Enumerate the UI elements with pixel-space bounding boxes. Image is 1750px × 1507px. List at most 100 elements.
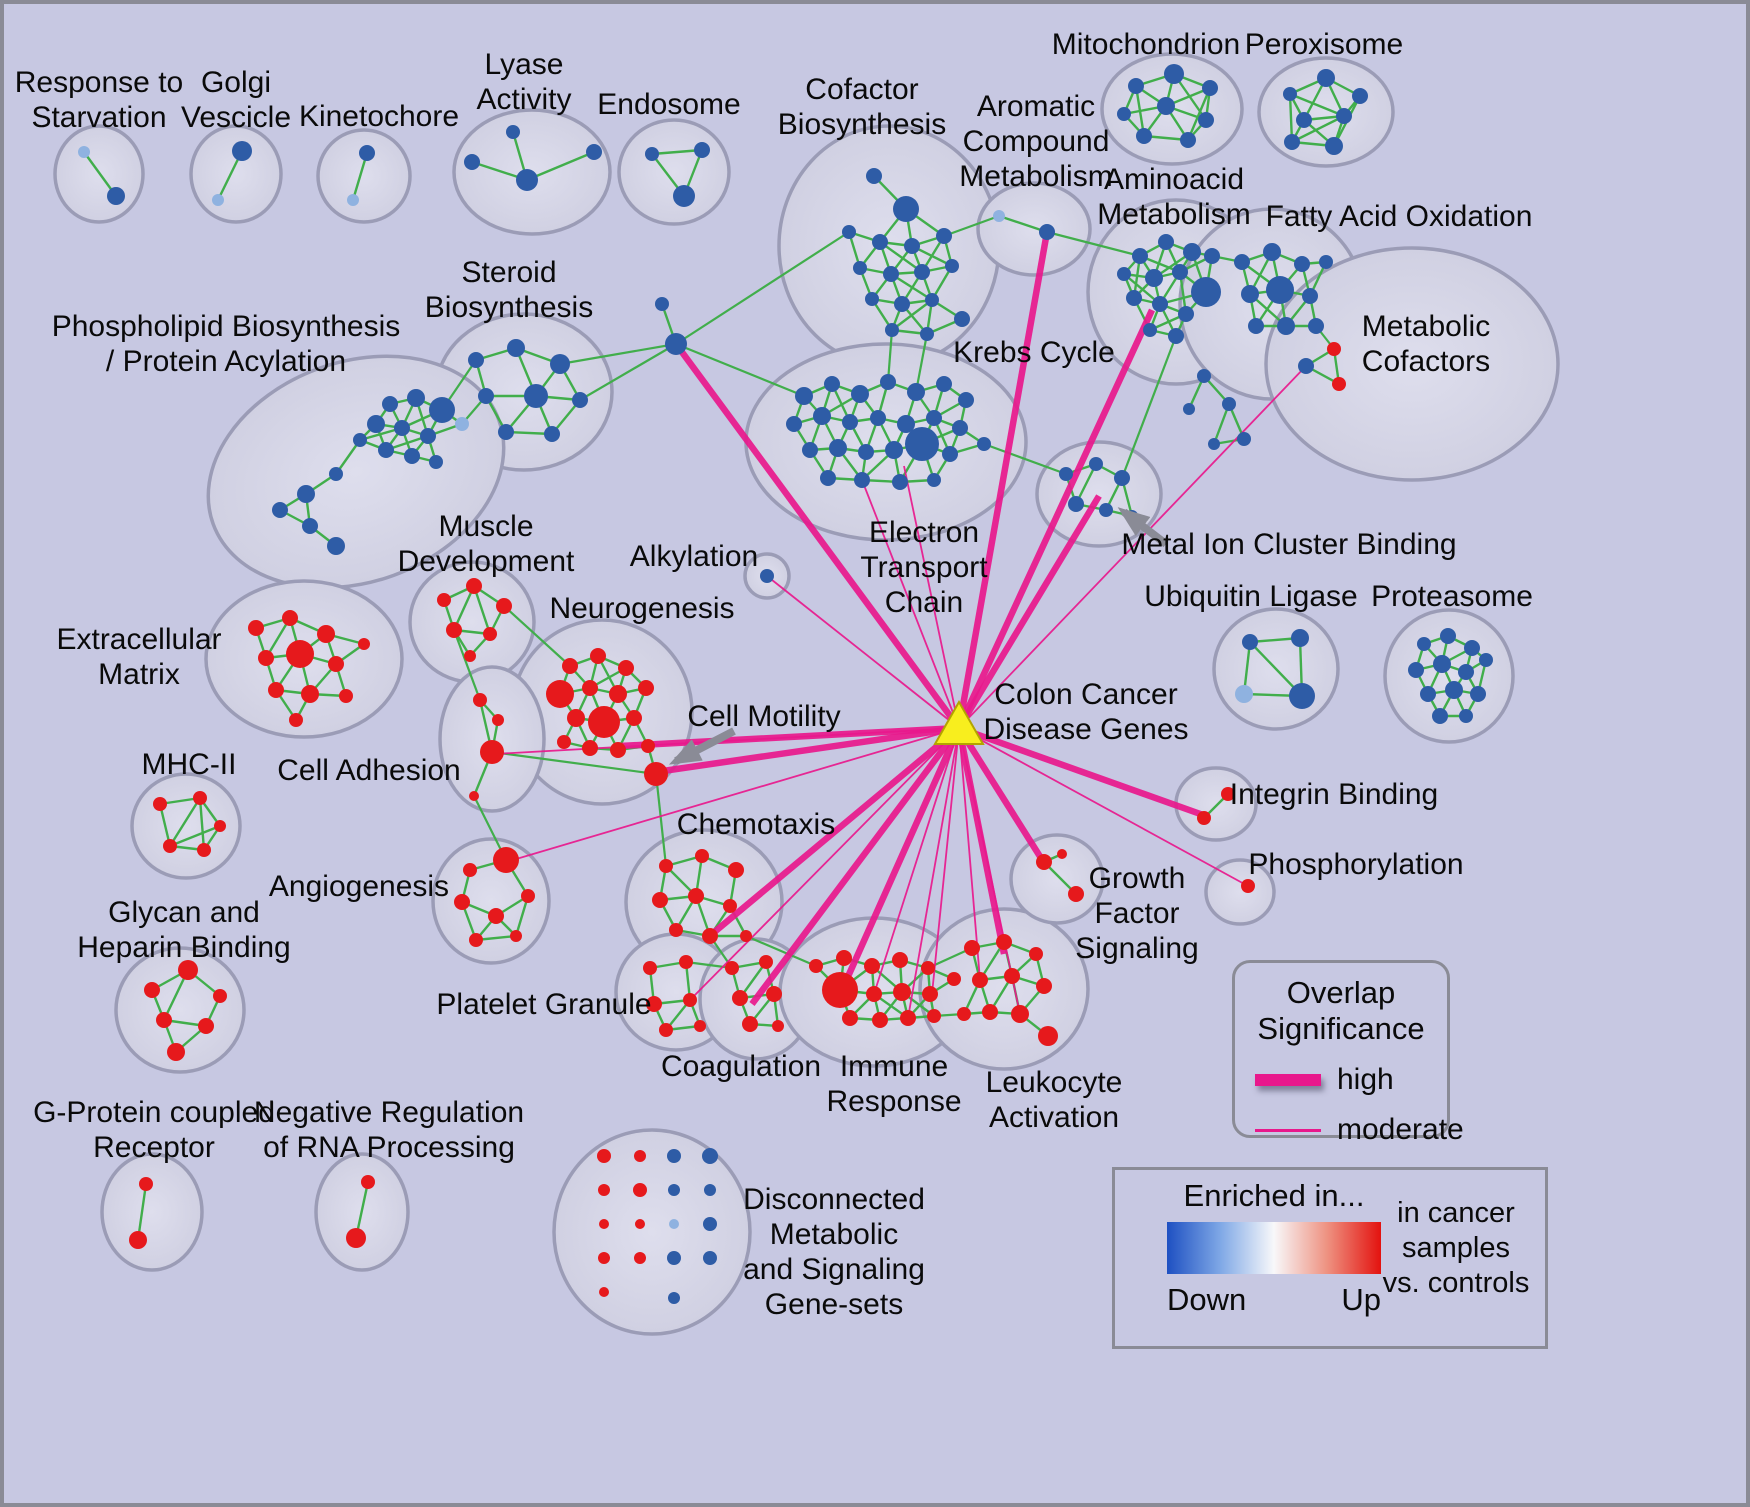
gene-set-node bbox=[702, 1148, 718, 1164]
gene-set-node bbox=[144, 982, 160, 998]
gene-set-node bbox=[1464, 640, 1480, 656]
gene-set-node bbox=[339, 689, 353, 703]
overlap-edge-high bbox=[839, 726, 962, 992]
gene-set-node bbox=[1294, 256, 1310, 272]
gene-set-node bbox=[927, 473, 941, 487]
gene-set-node bbox=[1114, 470, 1130, 486]
gene-set-node bbox=[905, 427, 939, 461]
layer-magenta bbox=[493, 231, 1307, 1019]
overlap-edge-high bbox=[673, 342, 962, 730]
gene-set-node bbox=[272, 502, 288, 518]
gene-set-node bbox=[772, 1020, 784, 1032]
gene-set-node bbox=[1136, 128, 1152, 144]
gene-set-node bbox=[599, 1287, 609, 1297]
enriched-in-legend: Enriched in... Down Up in cancer samples… bbox=[1112, 1167, 1548, 1349]
gene-set-node bbox=[836, 950, 852, 966]
gene-set-node bbox=[464, 154, 480, 170]
endosome-ellipse bbox=[617, 118, 731, 226]
gene-set-node bbox=[1432, 708, 1448, 724]
gene-set-node bbox=[822, 972, 858, 1008]
gene-set-node bbox=[510, 930, 522, 942]
gene-set-node bbox=[854, 472, 870, 488]
gene-set-node bbox=[1126, 290, 1142, 306]
gene-set-node bbox=[926, 410, 942, 426]
gene-set-node bbox=[958, 392, 974, 408]
green-edge bbox=[1288, 93, 1294, 143]
gene-set-node bbox=[802, 442, 818, 458]
green-edge bbox=[1289, 92, 1345, 118]
gene-set-node bbox=[829, 439, 847, 457]
gene-set-node bbox=[688, 888, 704, 904]
gene-set-node bbox=[153, 797, 167, 811]
gene-set-node bbox=[725, 961, 739, 975]
gene-set-node bbox=[1143, 323, 1157, 337]
green-link bbox=[914, 333, 929, 393]
gene-set-node bbox=[382, 396, 398, 412]
gene-set-node bbox=[865, 292, 879, 306]
gene-set-node bbox=[317, 625, 335, 643]
colon-cancer-hub-triangle bbox=[933, 699, 985, 745]
gene-set-node bbox=[907, 383, 925, 401]
overlap-edge-moderate bbox=[689, 727, 960, 1001]
gene-set-node bbox=[1152, 296, 1168, 312]
gene-set-node bbox=[922, 986, 938, 1002]
gene-set-node bbox=[759, 955, 773, 969]
gene-set-node bbox=[982, 1004, 998, 1020]
gene-set-node bbox=[1004, 968, 1020, 984]
endosome-label: Endosome bbox=[597, 88, 740, 121]
gene-set-node bbox=[1172, 264, 1188, 280]
overlap-legend-title-line1: Overlap bbox=[1286, 975, 1396, 1010]
gene-set-node bbox=[1470, 686, 1486, 702]
gene-set-node bbox=[1158, 234, 1174, 250]
gene-set-node bbox=[977, 437, 991, 451]
gene-set-node bbox=[957, 1007, 971, 1021]
neurogenesis-label: Neurogenesis bbox=[549, 592, 734, 625]
gene-set-node bbox=[853, 261, 867, 275]
gene-set-node bbox=[921, 961, 935, 975]
gene-set-node bbox=[282, 610, 298, 626]
green-edge bbox=[452, 585, 476, 631]
gene-set-node bbox=[1332, 377, 1346, 391]
gene-set-node bbox=[914, 264, 930, 280]
green-link bbox=[559, 342, 677, 366]
gene-set-node bbox=[1183, 243, 1201, 261]
gene-set-node bbox=[258, 650, 274, 666]
gene-set-node bbox=[1029, 947, 1043, 961]
gene-set-node bbox=[478, 388, 494, 404]
green-link bbox=[1120, 335, 1178, 479]
gene-set-node bbox=[786, 416, 802, 432]
gene-set-node bbox=[139, 1177, 153, 1191]
gene-set-node bbox=[193, 791, 207, 805]
overlap-legend-title: Overlap Significance bbox=[1235, 975, 1447, 1047]
gene-set-node bbox=[1202, 80, 1218, 96]
kinetochore-ellipse bbox=[316, 128, 412, 224]
gene-set-node bbox=[268, 682, 284, 698]
enriched-legend-title: Enriched in... bbox=[1183, 1178, 1365, 1213]
gene-set-node bbox=[641, 739, 655, 753]
green-edge bbox=[651, 148, 703, 156]
gene-set-node bbox=[1183, 403, 1195, 415]
gene-set-node bbox=[609, 685, 627, 703]
overlap-edge-high bbox=[956, 726, 1049, 868]
gene-set-node bbox=[353, 433, 367, 447]
gene-set-node bbox=[455, 417, 469, 431]
krebs-cycle-label-label: Krebs Cycle bbox=[953, 336, 1115, 369]
gene-set-node bbox=[1291, 629, 1309, 647]
note-line3: vs. controls bbox=[1382, 1267, 1530, 1299]
gene-set-node bbox=[655, 297, 669, 311]
overlap-edge-moderate bbox=[958, 727, 1021, 1015]
enriched-legend-ends: Down Up bbox=[1167, 1282, 1381, 1318]
gene-set-node bbox=[1221, 787, 1235, 801]
gene-set-node bbox=[638, 680, 654, 696]
overlap-edge-moderate bbox=[505, 727, 960, 863]
gene-set-node bbox=[795, 387, 813, 405]
golgi-vescicle-ellipse bbox=[189, 124, 283, 224]
green-link bbox=[579, 343, 677, 401]
gene-set-node bbox=[297, 485, 315, 503]
